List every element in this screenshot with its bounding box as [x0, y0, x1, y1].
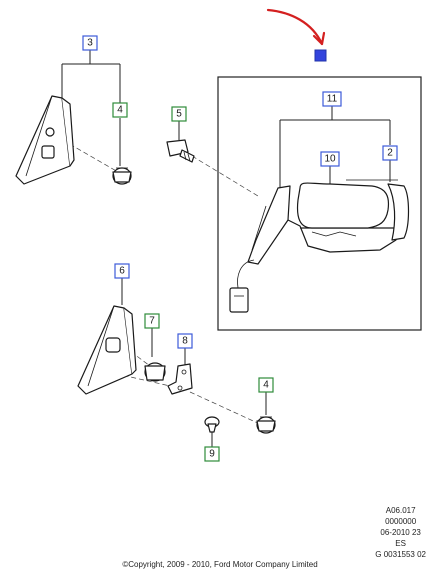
upper-mirror-cover-part — [15, 95, 75, 185]
bracket-part — [167, 363, 193, 395]
callout-4-upper[interactable]: 4 — [112, 102, 128, 118]
callout-11[interactable]: 11 — [322, 91, 342, 107]
assembly-guide-lines — [29, 127, 263, 426]
svg-text:5: 5 — [176, 109, 182, 120]
screw-part — [166, 139, 195, 163]
reference-line-3: 06-2010 23 — [380, 528, 421, 537]
assembly-highlight-marker[interactable] — [314, 49, 327, 62]
reference-line-4: ES — [395, 539, 406, 548]
svg-text:4: 4 — [117, 105, 123, 116]
callout-9[interactable]: 9 — [204, 446, 220, 462]
callout-4-lower[interactable]: 4 — [258, 377, 274, 393]
reference-line-2: 0000000 — [385, 517, 417, 526]
annotation-arrow — [266, 8, 326, 46]
reference-line-5: G 0031553 02 — [375, 550, 426, 559]
callout-8[interactable]: 8 — [177, 333, 193, 349]
callout-6[interactable]: 6 — [114, 263, 130, 279]
motor-part — [144, 362, 166, 382]
mirror-assembly-part — [229, 179, 410, 313]
callout-10[interactable]: 10 — [320, 151, 340, 167]
svg-text:7: 7 — [149, 316, 155, 327]
reference-line-1: A06.017 — [385, 506, 416, 515]
svg-text:6: 6 — [119, 266, 125, 277]
svg-text:4: 4 — [263, 380, 269, 391]
reference-block: A06.017 0000000 06-2010 23 ES G 0031553 … — [375, 505, 426, 560]
svg-text:2: 2 — [387, 148, 393, 159]
svg-text:9: 9 — [209, 449, 215, 460]
svg-text:11: 11 — [327, 94, 338, 105]
callout-5[interactable]: 5 — [171, 106, 187, 122]
svg-text:10: 10 — [324, 154, 336, 165]
lower-mirror-cover-part — [77, 305, 137, 395]
callout-3[interactable]: 3 — [82, 35, 98, 51]
svg-text:8: 8 — [182, 336, 188, 347]
svg-text:3: 3 — [87, 38, 93, 49]
small-screw-part — [204, 416, 220, 433]
callout-2[interactable]: 2 — [382, 145, 398, 161]
upper-clip-part — [112, 167, 132, 185]
lower-clip-part — [256, 416, 276, 434]
callout-7[interactable]: 7 — [144, 313, 160, 329]
copyright-notice: ©Copyright, 2009 - 2010, Ford Motor Comp… — [122, 560, 318, 569]
mirror-assembly-frame — [217, 76, 422, 331]
leader-lines — [61, 50, 391, 447]
